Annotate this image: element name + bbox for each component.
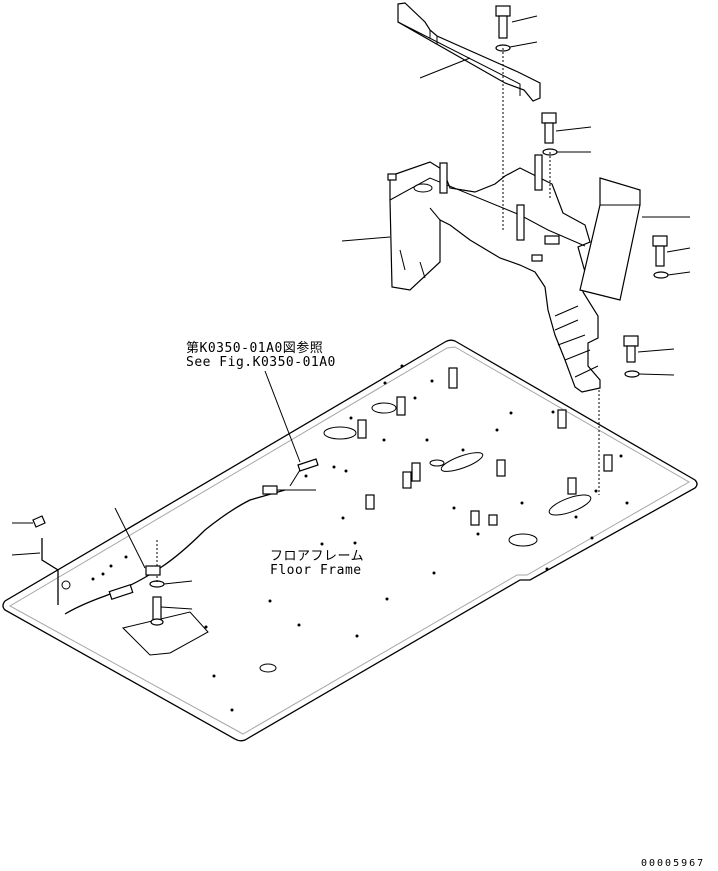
studs <box>357 367 613 526</box>
upper-cover-bracket <box>397 2 541 102</box>
washer-4 <box>624 370 640 378</box>
connector <box>297 458 319 472</box>
bolt-head-4 <box>623 335 639 347</box>
slot-cutout-2 <box>548 494 592 516</box>
round-cutout-2 <box>323 426 357 440</box>
bolt-shank-4 <box>626 345 636 363</box>
reference-label-en: See Fig.K0350-01A0 <box>186 355 336 370</box>
round-cutout-1 <box>508 533 538 547</box>
floor-frame-label-jp: フロアフレーム <box>270 549 365 564</box>
mounting-holes <box>91 364 629 712</box>
round-cutout-4 <box>259 663 277 673</box>
document-number: 00005967 <box>641 858 706 869</box>
leader-lines <box>11 15 691 610</box>
clamp-2 <box>145 565 161 576</box>
clamp-1 <box>262 485 278 495</box>
clamp-3 <box>108 584 134 600</box>
bolt-shank-3 <box>655 245 665 267</box>
access-cover <box>122 611 209 656</box>
bolt-shank-1 <box>498 15 508 39</box>
bolt-head-2 <box>541 112 557 124</box>
washer-3 <box>653 271 669 279</box>
round-cutout-3 <box>371 402 397 414</box>
bolt-head-1 <box>495 5 511 17</box>
main-bracket-frame <box>387 154 641 393</box>
floor-frame-label-en: Floor Frame <box>270 563 362 578</box>
bolt-shank-2 <box>544 122 554 144</box>
floor-frame-plate <box>2 339 698 742</box>
rod-cap <box>32 515 46 528</box>
rod <box>41 538 59 605</box>
reference-label-jp: 第K0350-01A0図参照 <box>186 341 324 356</box>
slot-cutout-1 <box>440 452 484 472</box>
alignment-lines <box>156 48 600 584</box>
cable-harness <box>32 458 319 615</box>
bolt-head-3 <box>652 235 668 247</box>
